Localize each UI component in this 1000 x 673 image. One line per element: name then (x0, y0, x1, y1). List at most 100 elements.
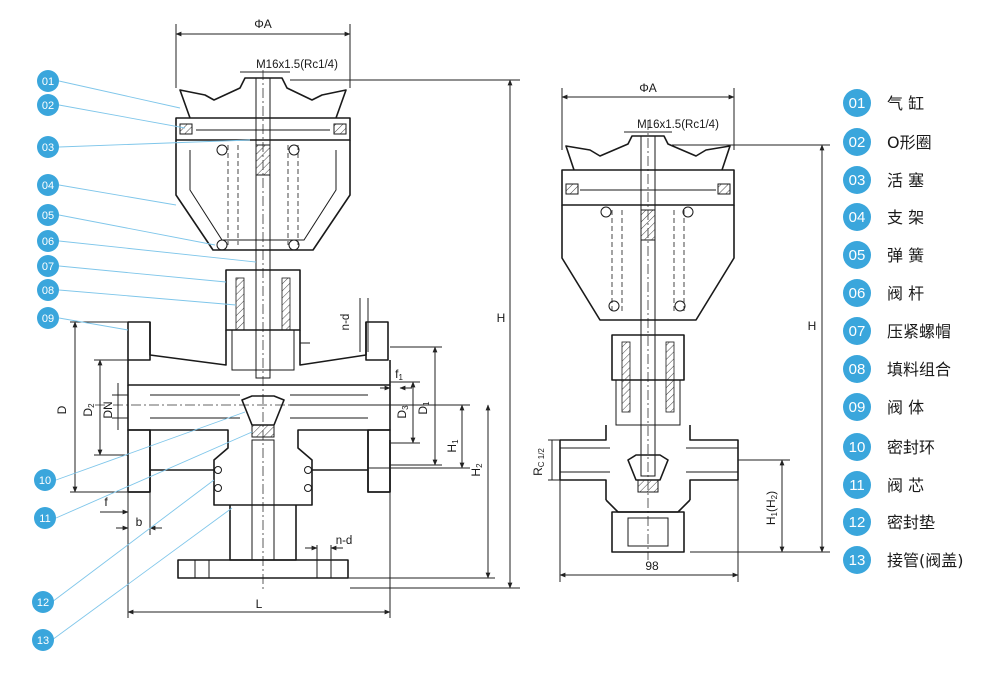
legend-num: 02 (849, 134, 866, 151)
svg-text:RC 1/2: RC 1/2 (531, 448, 546, 476)
legend-num: 03 (849, 172, 866, 189)
callout-02: 02 (37, 94, 59, 116)
svg-text:03: 03 (42, 142, 54, 154)
legend-num: 13 (849, 552, 866, 569)
svg-text:D1: D1 (416, 401, 431, 415)
svg-text:01: 01 (42, 76, 54, 88)
legend-item: 08 填料组合 (843, 355, 951, 383)
callout-13: 13 (32, 629, 54, 651)
callout-09: 09 (37, 307, 59, 329)
right-dim-H1-sub: 1 (770, 511, 779, 516)
right-dim-H: H (808, 319, 817, 333)
legend-name: 弹 簧 (887, 246, 924, 265)
legend-item: 09 阀 体 (843, 393, 924, 421)
legend-num: 01 (849, 95, 866, 112)
left-dim-D3-sub: 3 (401, 405, 410, 410)
legend-num: 08 (849, 361, 866, 378)
left-dim-H: H (497, 311, 506, 325)
callout-12: 12 (32, 591, 54, 613)
svg-text:04: 04 (42, 180, 54, 192)
left-dim-D1-sub: 1 (422, 401, 431, 406)
left-dim-D2: D (81, 408, 95, 417)
callout-05: 05 (37, 204, 59, 226)
left-dim-f1-sub: 1 (398, 373, 403, 382)
legend-item: 04 支 架 (843, 203, 924, 231)
svg-text:10: 10 (39, 475, 51, 487)
legend-name: 密封环 (887, 438, 935, 457)
callout-01: 01 (37, 70, 59, 92)
left-dim-H2: H (469, 468, 483, 477)
legend-name: 填料组合 (887, 360, 951, 379)
callout-04: 04 (37, 174, 59, 196)
legend-name: 活 塞 (887, 171, 924, 190)
svg-text:H1(H2): H1(H2) (764, 491, 779, 525)
legend-num: 07 (849, 323, 866, 340)
legend-item: 10 密封环 (843, 433, 935, 461)
right-dim-Rc-sub: C 1/2 (537, 448, 546, 468)
svg-text:13: 13 (37, 635, 49, 647)
left-dim-nd-bottom: n-d (336, 535, 353, 547)
callout-07: 07 (37, 255, 59, 277)
svg-text:09: 09 (42, 313, 54, 325)
svg-text:H2: H2 (469, 463, 484, 477)
legend-item: 13 接管(阀盖) (843, 546, 964, 574)
svg-text:07: 07 (42, 261, 54, 273)
callout-10: 10 (34, 469, 56, 491)
legend-item: 01 气 缸 (843, 89, 924, 117)
left-dim-DN: DN (101, 401, 115, 418)
legend-name: 支 架 (887, 208, 924, 227)
left-dim-b: b (136, 515, 143, 529)
right-dim-Rc: R (531, 467, 545, 476)
svg-text:08: 08 (42, 285, 54, 297)
left-dim-thread: M16x1.5(Rc1/4) (256, 59, 338, 71)
legend-name: 接管(阀盖) (887, 551, 964, 570)
legend-item: 05 弹 簧 (843, 241, 924, 269)
left-dim-D: D (55, 405, 69, 414)
left-dim-H1-sub: 1 (451, 439, 460, 444)
left-dim-D2-sub: 2 (87, 403, 96, 408)
left-view: ΦA M16x1.5(Rc1/4) H H1 H2 D1 D3 f1 (55, 17, 520, 618)
right-view: ΦA M16x1.5(Rc1/4) H H1(H2) RC 1/2 98 (531, 81, 830, 582)
callout-06: 06 (37, 230, 59, 252)
right-dim-H1: H (764, 516, 778, 525)
legend-name: 阀 杆 (887, 284, 924, 303)
callout-03: 03 (37, 136, 59, 158)
left-dim-L: L (256, 597, 263, 611)
legend-num: 10 (849, 439, 866, 456)
svg-text:f1: f1 (395, 367, 403, 382)
right-dim-phiA: ΦA (639, 81, 657, 95)
svg-text:05: 05 (42, 210, 54, 222)
legend-item: 03 活 塞 (843, 166, 924, 194)
callout-11: 11 (34, 507, 56, 529)
left-dim-D1: D (416, 406, 430, 415)
legend-num: 12 (849, 514, 866, 531)
right-dim-thread: M16x1.5(Rc1/4) (637, 119, 719, 131)
legend-num: 11 (849, 477, 865, 494)
left-dim-H2-sub: 2 (475, 463, 484, 468)
svg-text:06: 06 (42, 236, 54, 248)
legend-num: 09 (849, 399, 866, 416)
svg-text:12: 12 (37, 597, 49, 609)
legend-name: 阀 体 (887, 398, 924, 417)
svg-text:D3: D3 (395, 405, 410, 419)
left-dim-D3: D (395, 410, 409, 419)
left-dim-f1: f (395, 367, 399, 381)
right-dim-H2-sub: 2 (770, 494, 779, 499)
legend-num: 05 (849, 247, 866, 264)
callout-08: 08 (37, 279, 59, 301)
legend-name: O形圈 (887, 133, 932, 152)
legend-num: 04 (849, 209, 866, 226)
svg-text:H1: H1 (445, 439, 460, 453)
legend-name: 气 缸 (887, 94, 924, 113)
left-dim-nd-top: n-d (340, 314, 352, 331)
right-dim-H2-close: ) (764, 491, 778, 495)
svg-text:D2: D2 (81, 403, 96, 417)
left-dim-H1: H (445, 444, 459, 453)
svg-text:02: 02 (42, 100, 54, 112)
